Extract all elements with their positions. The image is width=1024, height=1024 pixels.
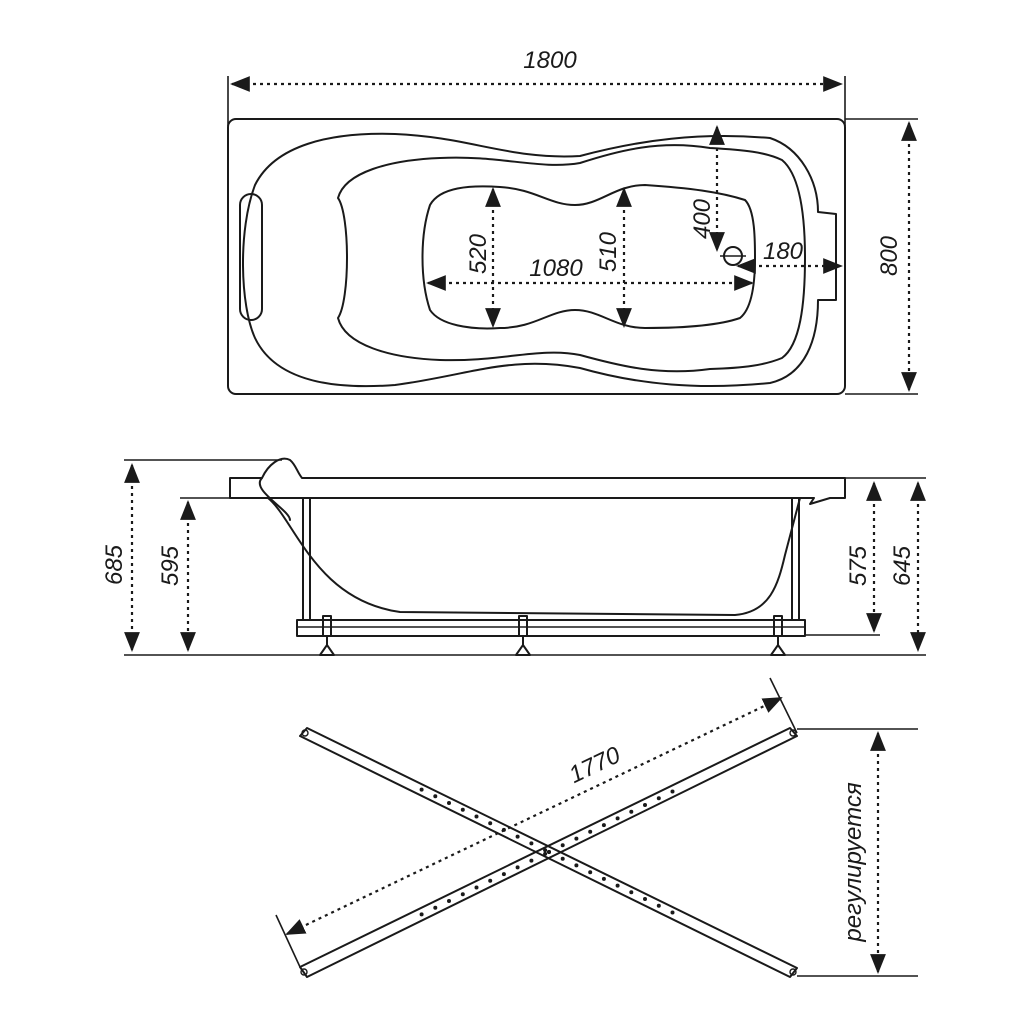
dim-length-label: 1800	[523, 47, 577, 74]
frame-hole	[601, 876, 606, 881]
top-view: 1800 800 1080 520 510 400 180	[227, 47, 918, 395]
frame-hole	[501, 872, 506, 877]
tub-outline	[227, 118, 846, 395]
inner-bottom-contour	[421, 184, 756, 330]
frame-hole	[447, 899, 451, 903]
frame-hole	[488, 821, 493, 826]
foot-center	[515, 615, 531, 656]
frame-hole	[447, 801, 451, 805]
dim-inner-width-right-label: 510	[595, 231, 622, 272]
dim-diagonal-label: 1770	[565, 741, 625, 789]
frame-hole	[474, 885, 479, 890]
frame-hole	[515, 865, 520, 870]
dim-adjustable-label: регулируется	[840, 782, 867, 942]
dim-drain-y-label: 400	[689, 198, 716, 239]
frame-hole	[588, 870, 593, 875]
frame-hole	[656, 796, 661, 801]
dim-inner-width-left-label: 520	[465, 233, 492, 274]
frame-hole	[543, 848, 548, 853]
rim	[229, 457, 846, 505]
frame-hole	[419, 787, 424, 792]
dim-total-height-label: 685	[101, 544, 128, 585]
frame-hole	[515, 834, 520, 839]
foot-right	[770, 615, 786, 656]
dim-total-height-right-label: 645	[889, 545, 916, 586]
frame-hole	[670, 910, 675, 915]
frame-hole	[656, 903, 661, 908]
frame-view: 1770 регулируется	[275, 677, 918, 978]
frame-hole	[629, 890, 634, 895]
frame-hole	[615, 883, 620, 888]
frame-hole	[574, 836, 579, 841]
frame-hole	[474, 814, 479, 819]
frame-hole	[629, 809, 634, 814]
dim-rim-height-left-label: 595	[157, 545, 184, 586]
frame-hole	[529, 841, 534, 846]
frame-hole	[433, 905, 438, 910]
frame-hole	[433, 794, 438, 799]
frame-hole	[488, 878, 493, 883]
frame-hole	[529, 858, 534, 863]
foot-left	[319, 615, 335, 656]
frame-hole	[643, 803, 647, 807]
frame-hole	[643, 897, 647, 901]
frame-hole	[574, 863, 579, 868]
frame-hole	[419, 912, 424, 917]
headrest	[239, 193, 263, 321]
frame-hole	[601, 823, 606, 828]
dim-width-label: 800	[876, 235, 903, 276]
dim-rim-height-right-label: 575	[845, 545, 872, 586]
frame-hole	[460, 892, 465, 897]
frame-hole	[543, 851, 548, 856]
frame-base	[296, 619, 806, 637]
frame-hole	[547, 850, 551, 854]
frame-hole	[560, 843, 565, 848]
frame-hole	[560, 856, 565, 861]
frame-hole	[460, 807, 465, 812]
middle-contour	[337, 144, 806, 373]
frame-hole	[615, 816, 620, 821]
tub-body	[267, 497, 801, 616]
frame-hole	[588, 829, 593, 834]
side-view: 685 595 575 645	[101, 457, 926, 656]
frame-hole	[670, 789, 675, 794]
outer-basin	[242, 132, 837, 388]
dim-inner-length-label: 1080	[529, 255, 583, 282]
dim-drain-x-label: 180	[763, 238, 804, 265]
